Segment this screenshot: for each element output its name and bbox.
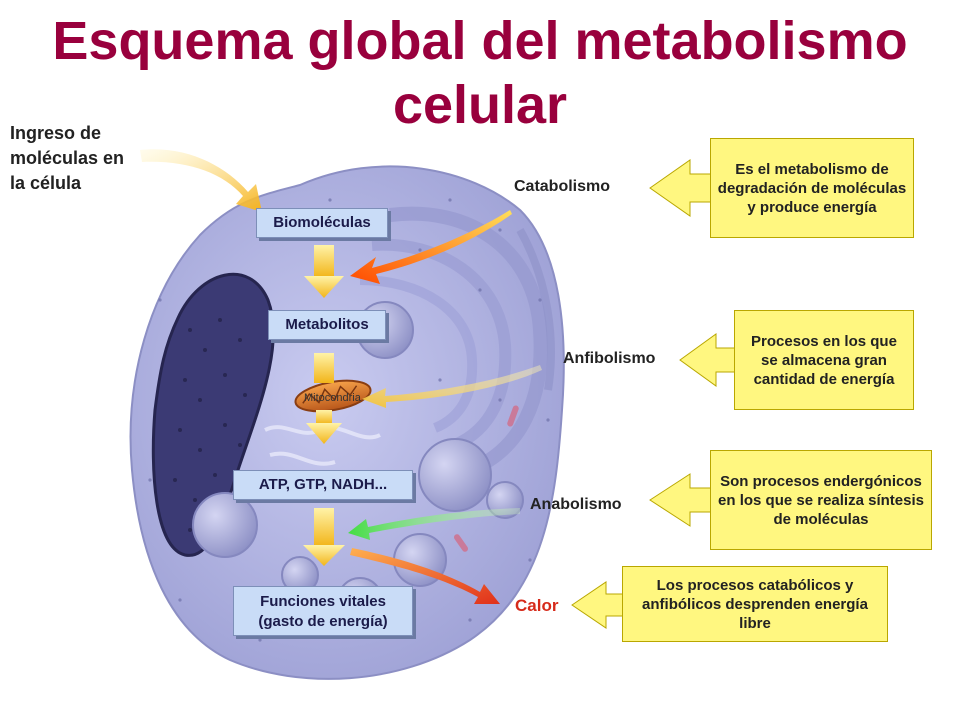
callout-anfibolismo: Procesos en los que se almacena gran can… xyxy=(734,310,914,410)
callout-pointer-anfibolismo xyxy=(679,333,737,387)
anabolismo-arrow xyxy=(348,508,520,540)
callout-catabolismo: Es el metabolismo de degradación de molé… xyxy=(710,138,914,238)
callout-pointer-calor xyxy=(571,581,625,629)
ingreso-line3: la célula xyxy=(10,173,82,193)
atp-box: ATP, GTP, NADH... xyxy=(233,470,413,500)
ingreso-line2: moléculas en xyxy=(10,148,125,168)
biomoleculas-box: Biomoléculas xyxy=(256,208,388,238)
flow-arrow-2 xyxy=(314,353,334,383)
flow-arrow-1 xyxy=(304,245,344,298)
ingreso-line1: Ingreso de xyxy=(10,123,102,143)
anfibolismo-label: Anfibolismo xyxy=(563,350,656,367)
metabolitos-box: Metabolitos xyxy=(268,310,386,340)
ingreso-label: Ingreso de moléculas en la célula xyxy=(10,121,124,196)
ingreso-arrow xyxy=(140,149,262,212)
anfibolismo-arrow xyxy=(362,365,542,408)
funciones-line2: (gasto de energía) xyxy=(258,613,388,630)
callout-pointer-catabolismo xyxy=(649,159,713,217)
funciones-vitales-box: Funciones vitales (gasto de energía) xyxy=(233,586,413,636)
page-title-line1: Esquema global del metabolismo xyxy=(52,11,908,71)
catabolismo-label: Catabolismo xyxy=(514,178,611,195)
funciones-line1: Funciones vitales xyxy=(260,593,386,610)
calor-arrow xyxy=(350,548,500,604)
callout-pointer-anabolismo xyxy=(649,473,713,527)
anabolismo-label: Anabolismo xyxy=(530,496,622,513)
callout-calor: Los procesos catabólicos y anfibólicos d… xyxy=(622,566,888,642)
page-title-line2: celular xyxy=(392,75,568,135)
mitocondria-label: Mitocondria xyxy=(304,392,361,404)
mitochondria-organelle xyxy=(294,379,372,413)
callout-anabolismo: Son procesos endergónicos en los que se … xyxy=(710,450,932,550)
calor-label: Calor xyxy=(515,596,559,615)
flow-arrow-4 xyxy=(303,508,345,566)
flow-arrow-3 xyxy=(306,410,342,444)
catabolismo-arrow xyxy=(350,210,512,284)
